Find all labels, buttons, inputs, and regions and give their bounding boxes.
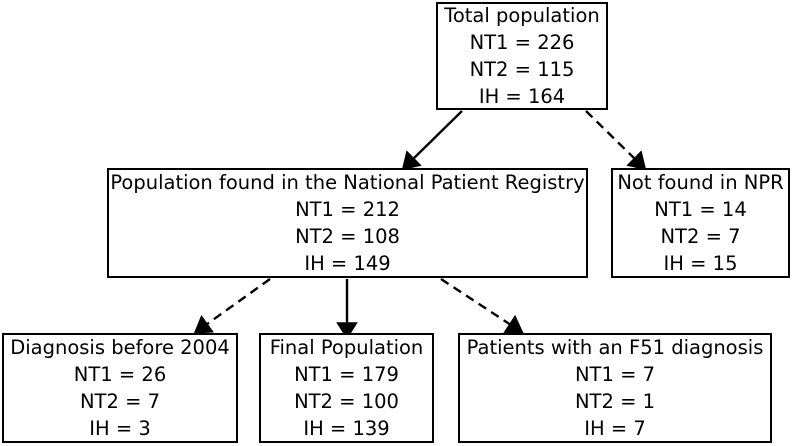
node-final-population-line-ih: IH = 139 [303, 417, 390, 440]
node-not-found-in-npr-title: Not found in NPR [617, 171, 784, 194]
node-patients-with-f51-diagnosis-line-nt1: NT1 = 7 [574, 363, 656, 386]
node-total-population: Total population NT1 = 226 NT2 = 115 IH … [436, 2, 608, 110]
node-not-found-in-npr-line-nt2: NT2 = 7 [660, 225, 741, 248]
node-diagnosis-before-2004-title: Diagnosis before 2004 [10, 336, 230, 359]
node-population-found-in-npr: Population found in the National Patient… [107, 168, 588, 278]
node-diagnosis-before-2004: Diagnosis before 2004 NT1 = 26 NT2 = 7 I… [2, 333, 238, 443]
node-not-found-in-npr: Not found in NPR NT1 = 14 NT2 = 7 IH = 1… [611, 168, 790, 278]
node-diagnosis-before-2004-line-nt1: NT1 = 26 [73, 363, 167, 386]
node-population-found-in-npr-line-nt2: NT2 = 108 [295, 225, 400, 248]
edge-npr-to-before2004 [193, 278, 271, 334]
node-final-population-title: Final Population [269, 336, 424, 359]
node-population-found-in-npr-title: Population found in the National Patient… [110, 171, 585, 194]
node-final-population-line-nt2: NT2 = 100 [294, 390, 399, 413]
edge-total-to-notfound [585, 110, 647, 171]
node-patients-with-f51-diagnosis: Patients with an F51 diagnosis NT1 = 7 N… [458, 333, 772, 443]
node-diagnosis-before-2004-line-ih: IH = 3 [89, 417, 151, 440]
node-patients-with-f51-diagnosis-line-ih: IH = 7 [584, 417, 646, 440]
node-population-found-in-npr-line-ih: IH = 149 [304, 252, 391, 275]
edge-npr-to-f51 [440, 277, 524, 334]
node-total-population-line-nt2: NT2 = 115 [469, 58, 575, 81]
node-not-found-in-npr-line-ih: IH = 15 [663, 252, 738, 275]
node-patients-with-f51-diagnosis-line-nt2: NT2 = 1 [574, 390, 656, 413]
node-final-population: Final Population NT1 = 179 NT2 = 100 IH … [259, 333, 434, 443]
node-diagnosis-before-2004-line-nt2: NT2 = 7 [79, 390, 161, 413]
node-final-population-line-nt1: NT1 = 179 [294, 363, 399, 386]
node-population-found-in-npr-line-nt1: NT1 = 212 [295, 198, 400, 221]
node-total-population-line-ih: IH = 164 [478, 85, 566, 108]
node-total-population-title: Total population [444, 4, 600, 27]
edge-total-to-npr [401, 110, 463, 171]
node-not-found-in-npr-line-nt1: NT1 = 14 [654, 198, 747, 221]
node-total-population-line-nt1: NT1 = 226 [469, 31, 575, 54]
node-patients-with-f51-diagnosis-title: Patients with an F51 diagnosis [466, 336, 764, 359]
